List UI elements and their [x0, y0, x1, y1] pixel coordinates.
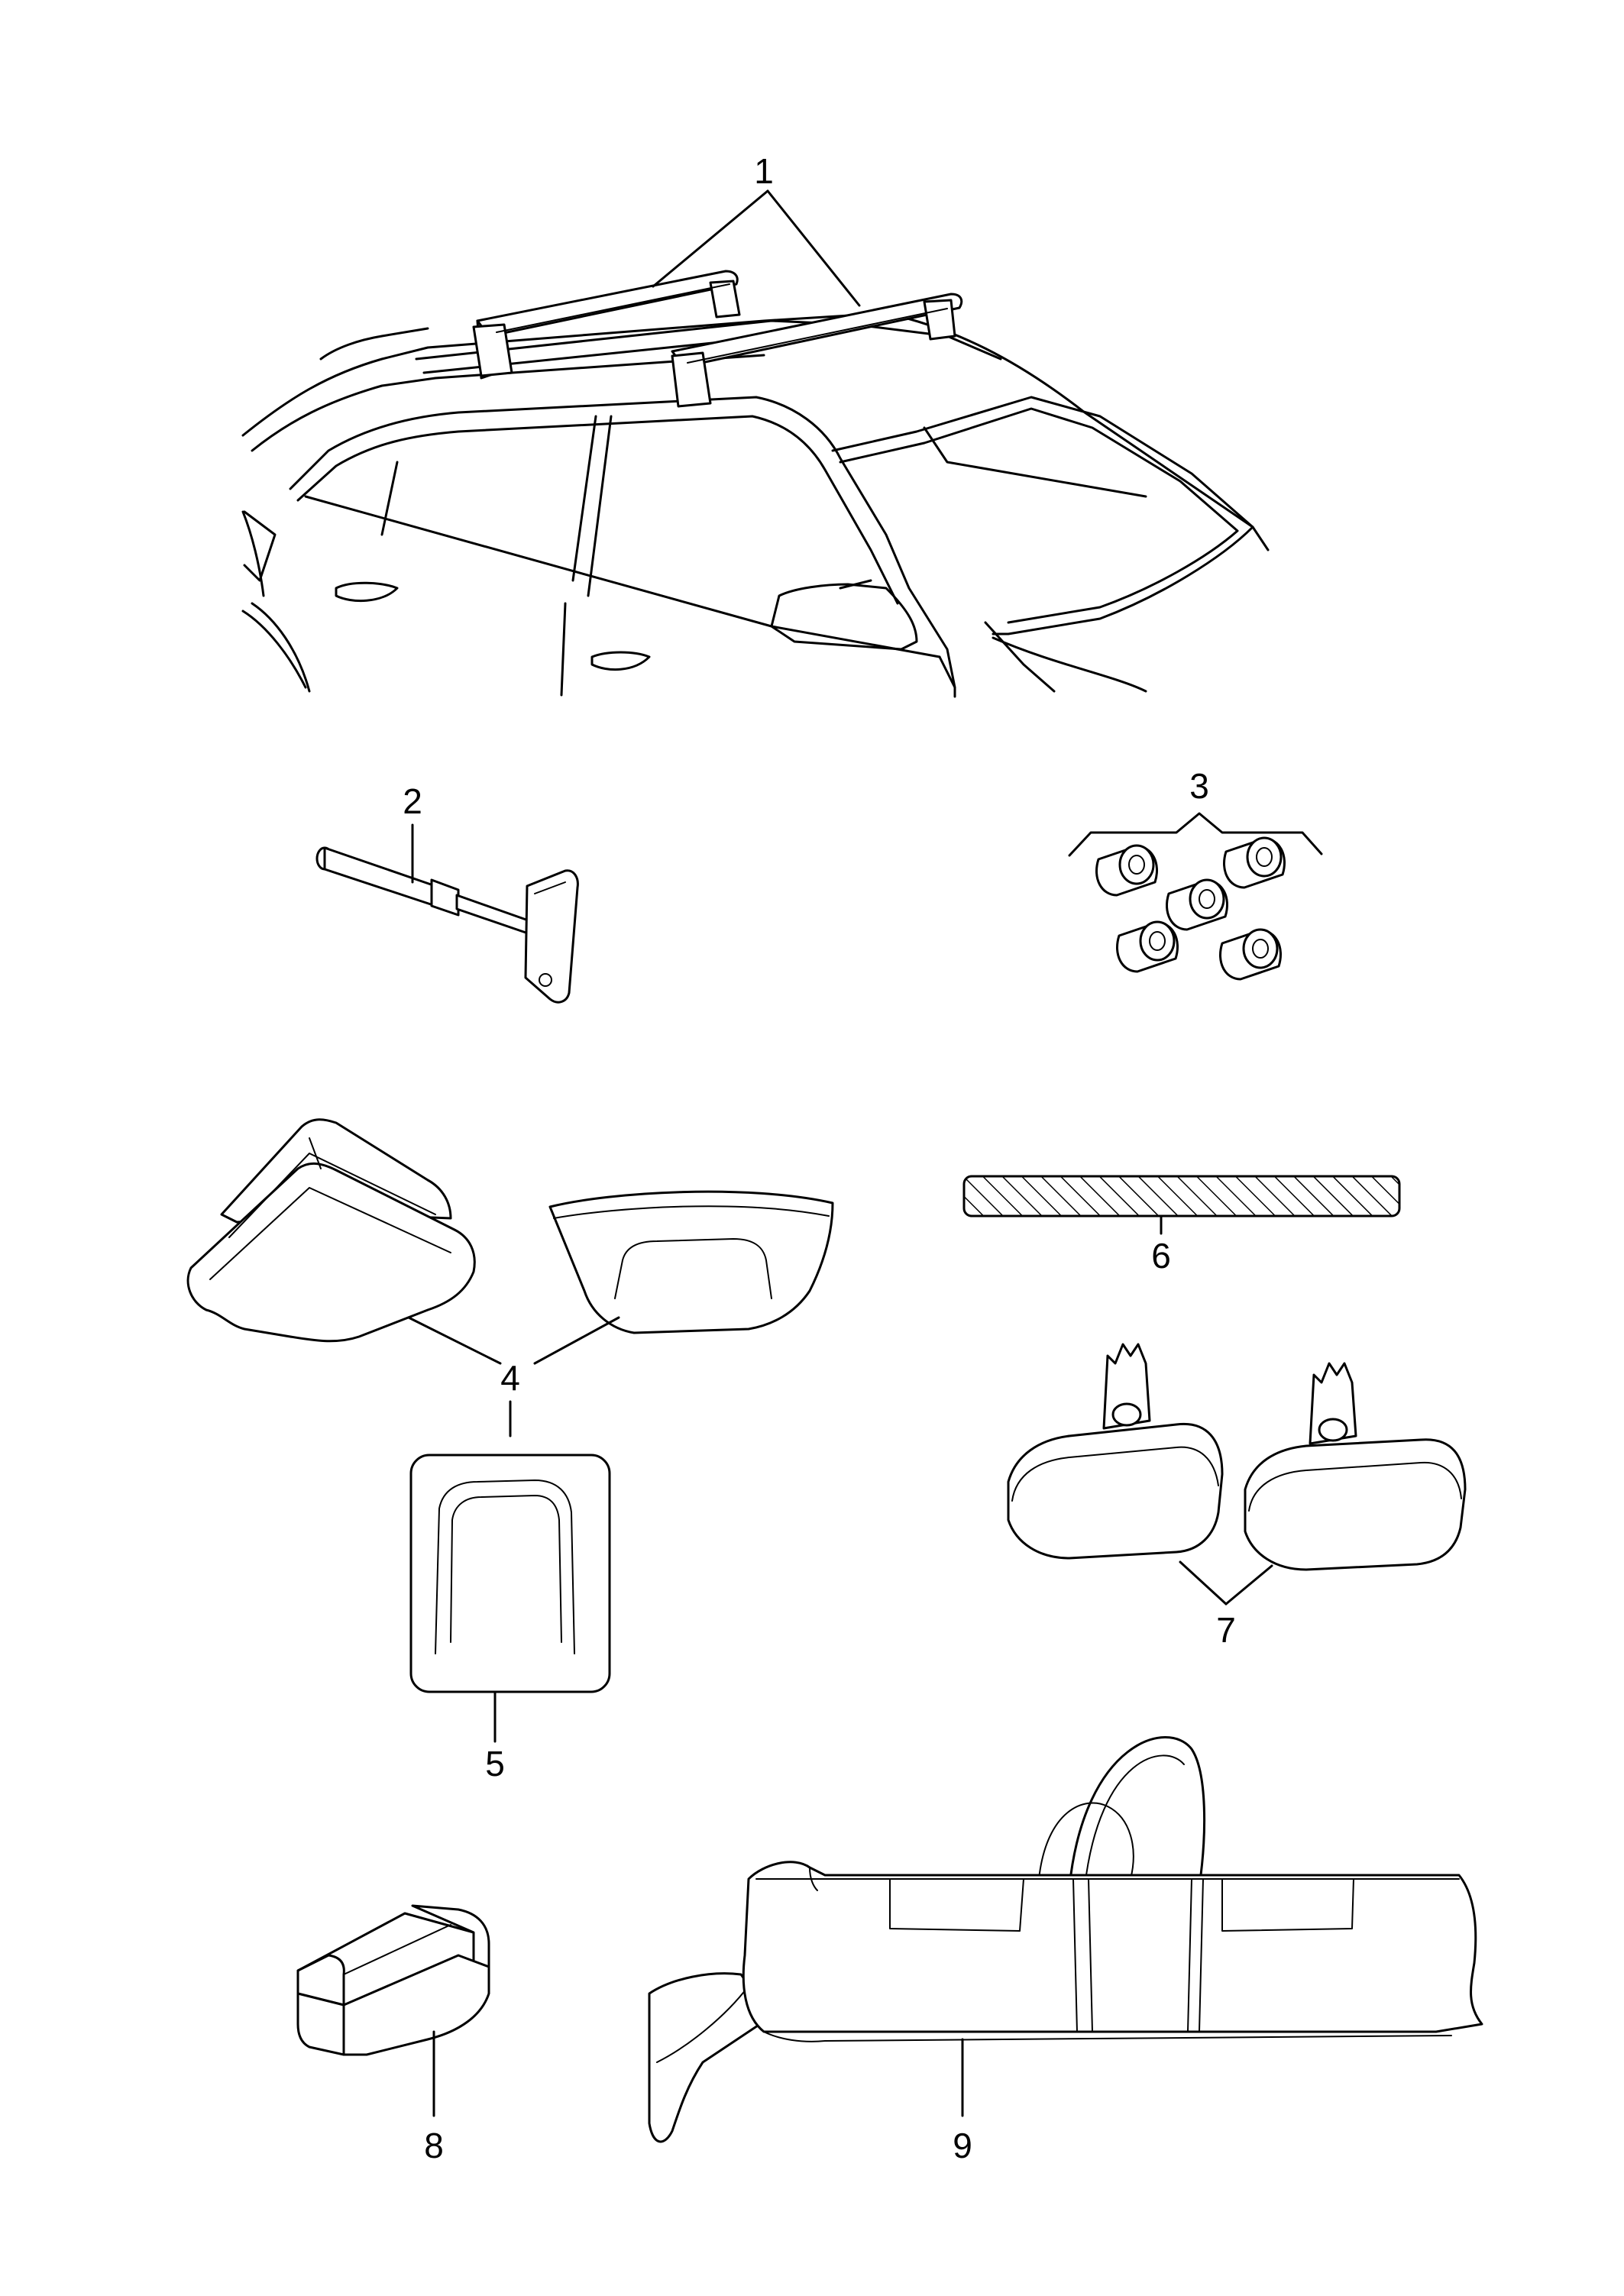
callout-2: 2 — [403, 781, 422, 821]
callout-3: 3 — [1189, 766, 1209, 806]
part-3-lock-cylinders[interactable] — [1095, 836, 1286, 981]
callout-1-leader — [652, 189, 861, 307]
part-8-support-block[interactable] — [296, 1904, 490, 2056]
part-2-mounting-tool[interactable] — [315, 846, 579, 1004]
callout-5: 5 — [485, 1744, 505, 1783]
part-4-protective-caps[interactable] — [186, 1118, 834, 1693]
callout-9: 9 — [953, 2126, 972, 2165]
callout-3-leader — [1068, 812, 1323, 857]
callout-4: 4 — [500, 1358, 520, 1398]
part-7-foot-pads[interactable] — [1007, 1343, 1467, 1571]
callout-7-leader — [1179, 1560, 1273, 1606]
callout-4-leader — [407, 1316, 620, 1437]
callout-1: 1 — [754, 151, 774, 191]
part-9-storage-bag[interactable] — [648, 1736, 1483, 2143]
callout-6: 6 — [1151, 1236, 1171, 1276]
part-1-roof-rack-on-vehicle[interactable] — [241, 270, 1270, 698]
callout-8: 8 — [424, 2126, 444, 2165]
part-6-rubber-strip[interactable] — [962, 1175, 1401, 1218]
callout-7: 7 — [1216, 1610, 1236, 1650]
